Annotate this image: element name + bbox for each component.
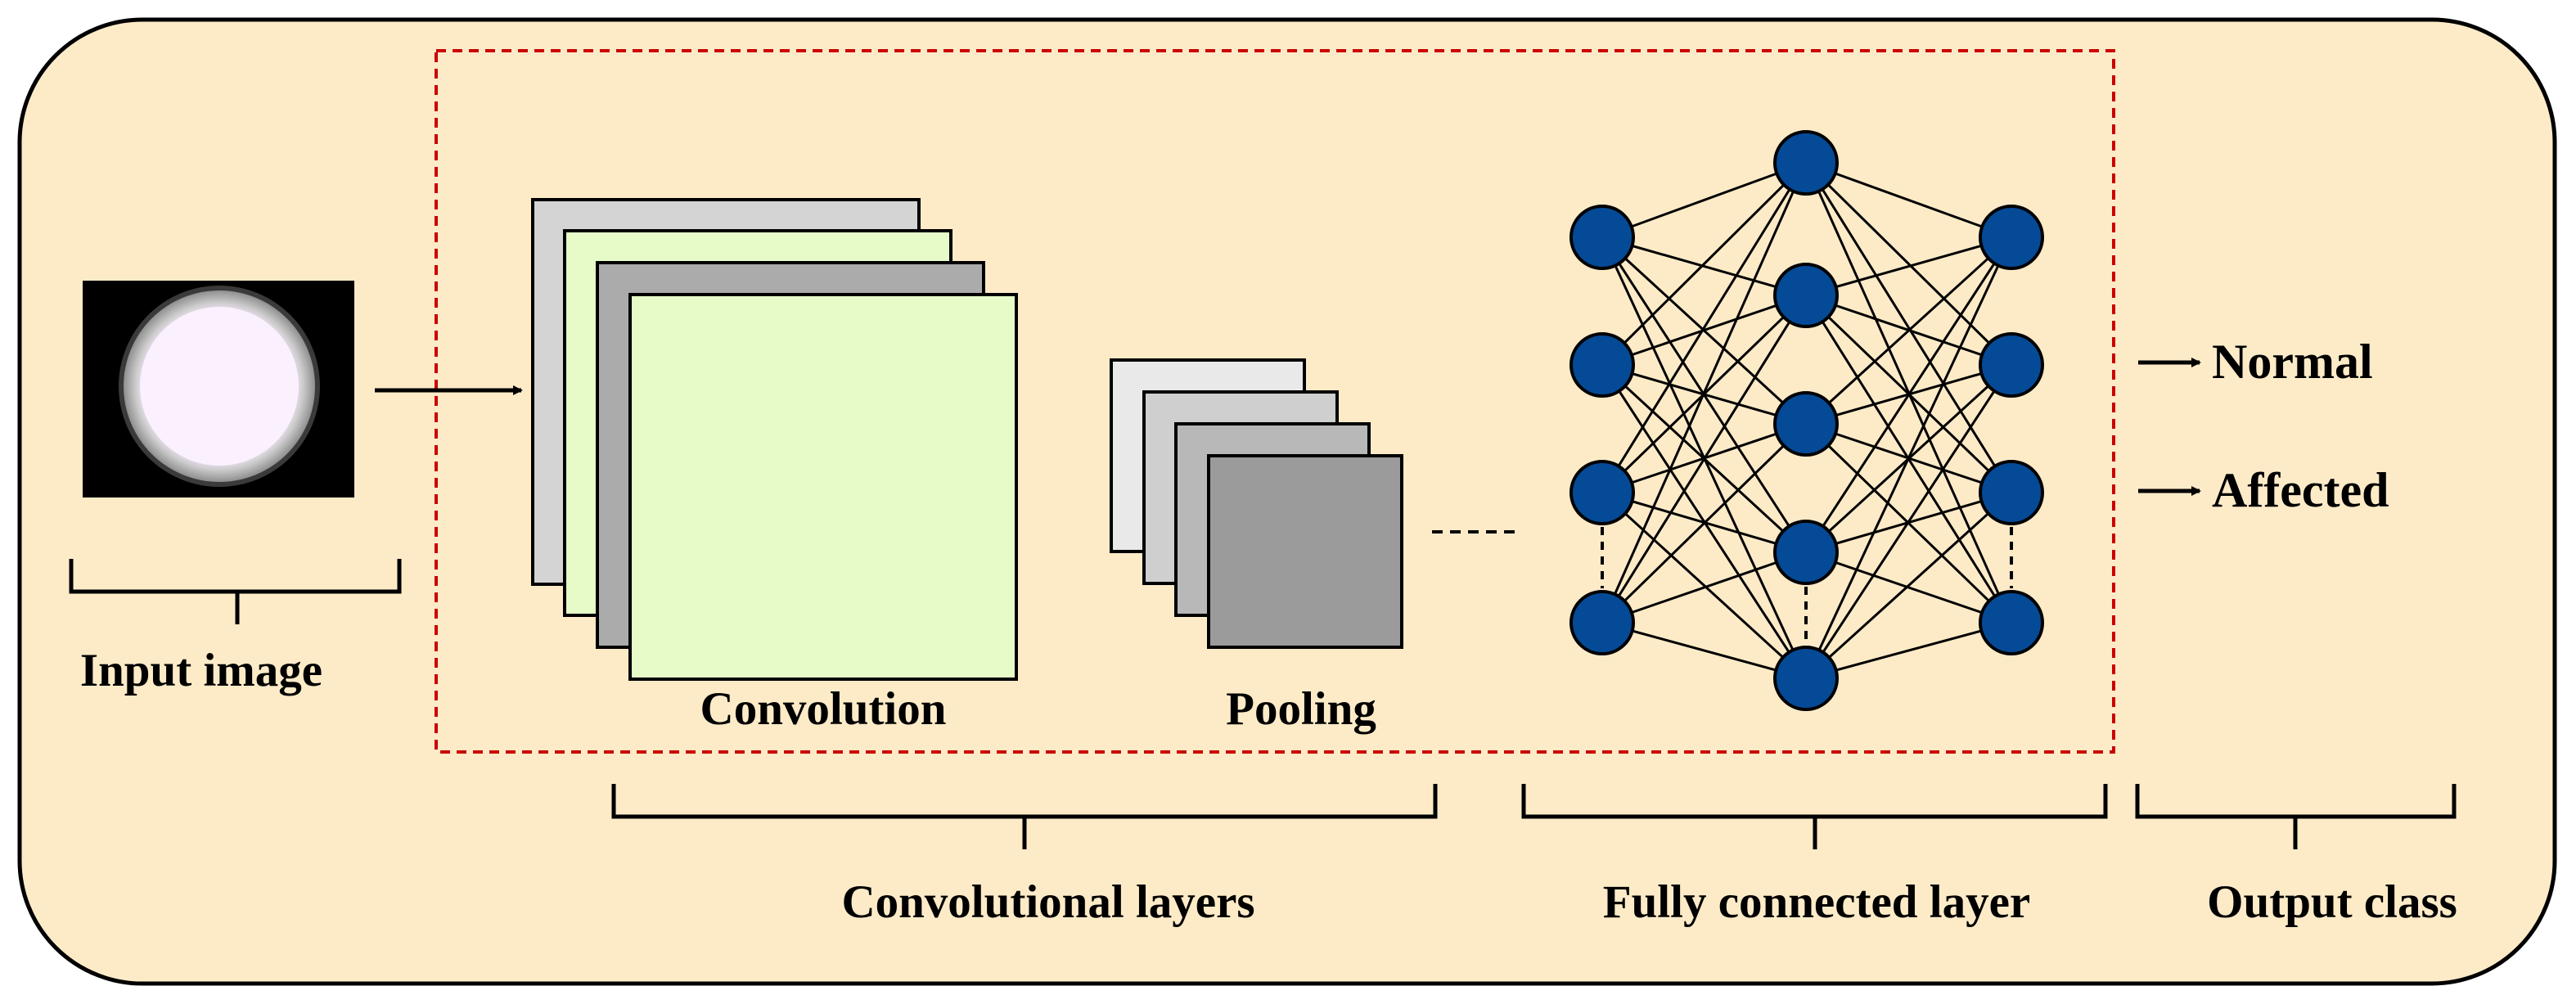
nn-connection xyxy=(1804,491,2013,680)
nn-connection xyxy=(1804,236,2013,679)
nn-connection xyxy=(1804,364,2013,679)
pooling-label: Pooling xyxy=(1226,683,1376,735)
output-normal-label: Normal xyxy=(2212,335,2373,389)
output-affected-label: Affected xyxy=(2212,463,2389,517)
nn-node xyxy=(1773,130,1839,196)
nn-connection xyxy=(1804,236,2013,553)
nn-connection xyxy=(1804,161,2013,367)
cnn-dashed-frame xyxy=(435,49,2115,754)
nn-connection xyxy=(1601,236,1807,297)
fully-connected-layer-label: Fully connected layer xyxy=(1603,876,2030,928)
nn-connection xyxy=(1601,621,1807,680)
output-class-label: Output class xyxy=(2207,876,2457,928)
output-class-normal: Normal xyxy=(2138,335,2373,389)
nn-node xyxy=(1773,520,1839,585)
nn-node xyxy=(1979,205,2044,270)
nn-connection xyxy=(1804,162,2013,493)
nn-node xyxy=(1979,590,2044,655)
nn-connection xyxy=(1601,551,1807,624)
convolutional-layers-bracket xyxy=(611,784,1438,849)
convolution-label: Convolution xyxy=(700,683,947,735)
nn-connection xyxy=(1601,161,1808,367)
nn-node xyxy=(1569,590,1635,655)
nn-connection xyxy=(1601,294,1807,367)
input-image-bracket xyxy=(69,559,402,624)
nn-node xyxy=(1569,205,1635,270)
nn-node xyxy=(1569,332,1635,398)
nn-node xyxy=(1773,646,1839,711)
output-class-affected: Affected xyxy=(2138,463,2389,517)
nn-connection xyxy=(1601,295,1808,624)
output-class-bracket xyxy=(2135,784,2457,849)
nn-connection xyxy=(1805,551,2012,624)
input-image-label: Input image xyxy=(80,645,322,696)
nn-connection xyxy=(1601,491,1808,680)
convolution-stack xyxy=(531,198,1018,681)
fully-connected-network xyxy=(1569,130,2044,711)
nn-node xyxy=(1569,460,1635,525)
nn-connection xyxy=(1601,162,1808,624)
nn-connection xyxy=(1601,161,1807,239)
nn-connection xyxy=(1601,422,1808,624)
nn-connection xyxy=(1805,236,2012,297)
nn-connection xyxy=(1805,161,2012,239)
nn-node xyxy=(1773,263,1839,328)
nn-connection xyxy=(1601,162,1808,493)
pooling-stack xyxy=(1110,358,1403,649)
fully-connected-layer-bracket xyxy=(1521,784,2108,849)
nn-node xyxy=(1979,332,2044,398)
convolutional-layers-label: Convolutional layers xyxy=(841,876,1254,928)
nn-connection xyxy=(1805,621,2012,680)
nn-connection xyxy=(1804,236,2013,425)
nn-node xyxy=(1979,460,2044,525)
input-image xyxy=(83,281,354,497)
nn-node xyxy=(1773,391,1839,457)
